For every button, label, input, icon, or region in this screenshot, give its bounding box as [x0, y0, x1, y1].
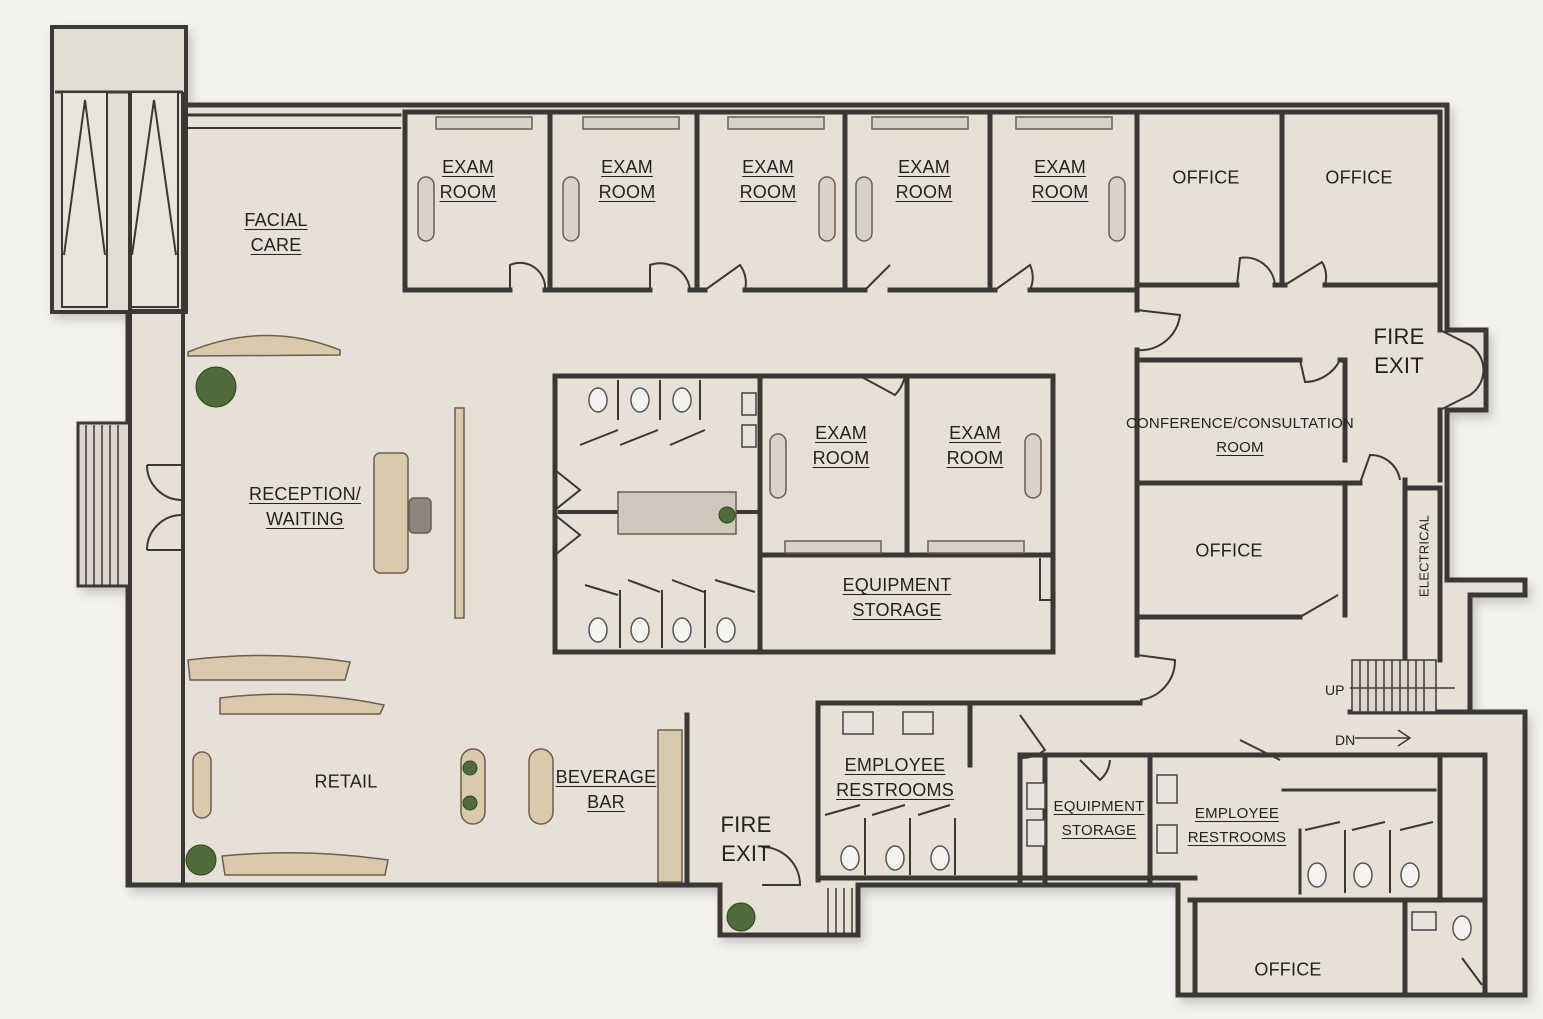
curved-bench-2: [187, 654, 351, 681]
curved-bench-4: [221, 852, 389, 876]
plants: [185, 366, 756, 932]
plant-4: [462, 760, 478, 776]
entry-ramp: [55, 90, 185, 885]
plant-3: [726, 902, 756, 932]
plant-1: [195, 366, 237, 408]
room-label-electrical: ELECTRICAL: [1416, 514, 1432, 598]
curved-bench-1: [187, 334, 341, 357]
display-table-1: [460, 748, 486, 825]
sinks: [741, 392, 1437, 931]
room-label-reception-waiting: RECEPTION/WAITING: [248, 484, 362, 529]
beverage-counter: [657, 729, 683, 883]
room-label-office-1: OFFICE: [1172, 167, 1240, 188]
west-steps: [85, 425, 119, 585]
room-label-office-3: OFFICE: [1195, 540, 1263, 561]
display-table-2: [528, 748, 554, 825]
retail-display: [192, 751, 212, 819]
stair-label-up: UP: [1325, 682, 1345, 698]
plant-5: [462, 795, 478, 811]
curved-bench-3: [219, 693, 386, 715]
room-label-office-2: OFFICE: [1325, 167, 1393, 188]
interior-walls: [181, 109, 1528, 998]
furniture: [187, 116, 1126, 883]
stall-partitions: [579, 380, 1434, 893]
plant-6: [718, 506, 736, 524]
room-label-retail: RETAIL: [314, 771, 378, 792]
desk-chair: [408, 497, 432, 534]
toilets: [588, 387, 1472, 941]
plant-2: [185, 844, 217, 876]
stairs: [827, 659, 1455, 935]
reception-desk: [373, 452, 409, 574]
stair-label-down: DN: [1335, 732, 1356, 748]
door-swings: [146, 256, 1485, 986]
partition-panel: [454, 407, 465, 619]
room-label-office-4: OFFICE: [1254, 959, 1322, 980]
